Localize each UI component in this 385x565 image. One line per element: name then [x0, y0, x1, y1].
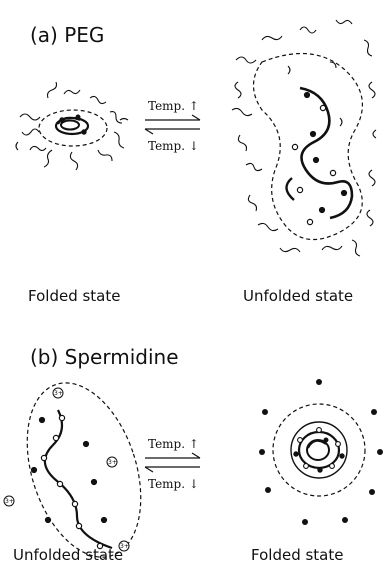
spermidine-ion-label: 3+: [108, 459, 117, 466]
panel-b-title: (b) Spermidine: [30, 345, 179, 369]
caption-a-right: Unfolded state: [243, 287, 353, 305]
spermidine-ion-label: 3+: [54, 390, 63, 397]
caption-b-left: Unfolded state: [13, 546, 123, 564]
spermidine-ions-left: [4, 388, 129, 551]
unfolded-dna-spermidine: [7, 368, 162, 565]
caption-b-right: Folded state: [251, 546, 343, 564]
caption-a-left: Folded state: [28, 287, 120, 305]
temperature-equilibrium-arrows-a: [145, 115, 200, 134]
temp-up-label-a: Temp. ↑: [148, 99, 199, 113]
panel-a-title: (a) PEG: [30, 23, 104, 47]
peg-chains-around-unfolded: [232, 20, 376, 256]
temp-up-label-b: Temp. ↑: [148, 437, 199, 451]
temperature-equilibrium-arrows-b: [145, 453, 200, 472]
temp-down-label-b: Temp. ↓: [148, 477, 199, 491]
unfolded-dna-peg: [254, 54, 363, 240]
temp-down-label-a: Temp. ↓: [148, 139, 199, 153]
spermidine-ion-label: 3+: [5, 498, 14, 505]
folded-dna-globule-peg: [39, 110, 107, 146]
peg-chains-around-folded: [16, 82, 128, 170]
folded-dna-globule-spermidine: [273, 404, 365, 496]
